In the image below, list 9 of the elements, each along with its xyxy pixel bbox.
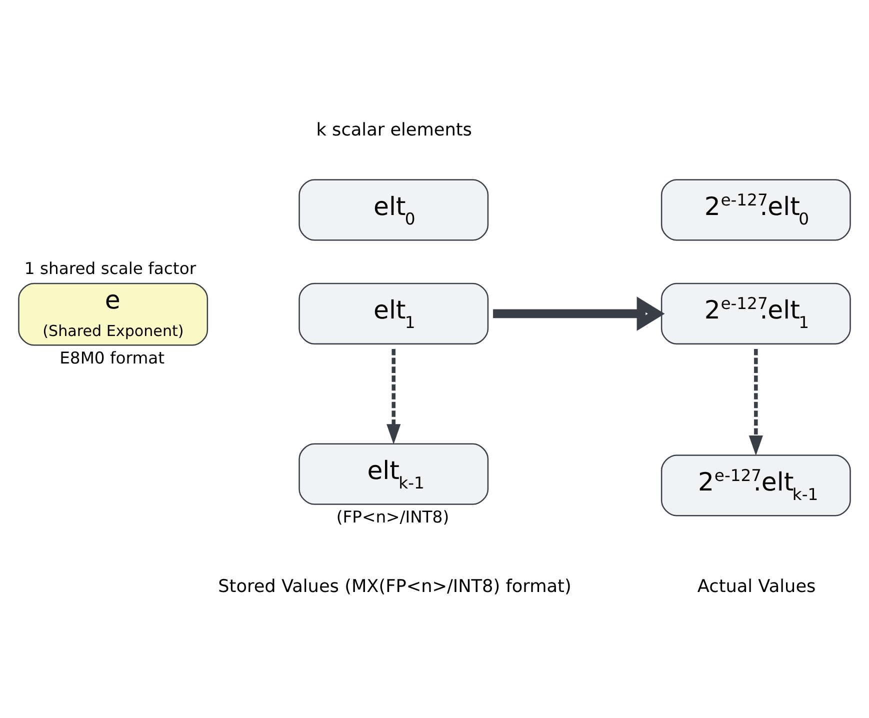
node-label: 1 shared scale factor [24, 258, 196, 278]
label: Stored Values (MX(FP<n>/INT8) format) [218, 576, 572, 597]
arrow [493, 296, 665, 331]
arrow [386, 349, 401, 444]
node-label: E8M0 format [60, 348, 165, 368]
label: k scalar elements [316, 120, 472, 140]
node-label: (FP<n>/INT8) [336, 507, 450, 526]
label: Actual Values [697, 576, 816, 597]
arrow [748, 349, 763, 456]
